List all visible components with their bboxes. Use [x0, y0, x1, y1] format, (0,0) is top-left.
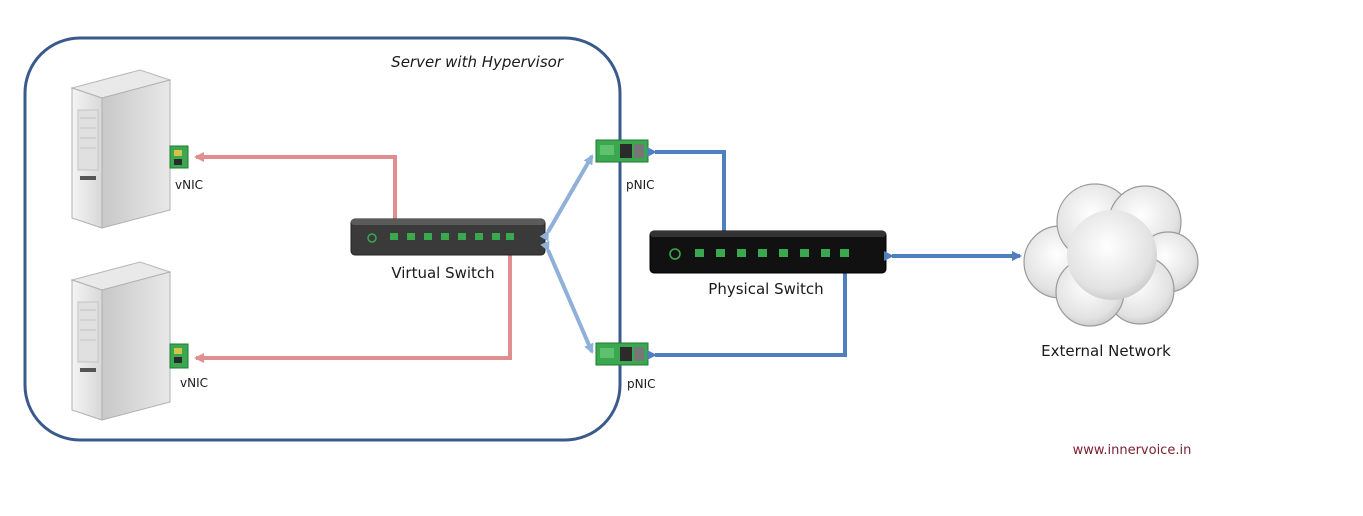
vnic-top-icon: [169, 145, 189, 169]
vnic-top-label: vNIC: [175, 178, 203, 192]
server-hypervisor-box: [23, 36, 622, 442]
red-link-bottom: [194, 235, 515, 363]
pnic-top-icon: [595, 139, 649, 163]
vnic-bottom-icon: [169, 343, 189, 369]
red-link-top: [194, 152, 400, 234]
vnic-bottom-label: vNIC: [180, 376, 208, 390]
cloud-icon: [1023, 183, 1199, 327]
server-bottom-icon: [70, 261, 172, 421]
external-network-label: External Network: [1041, 342, 1171, 360]
watermark-url: www.innervoice.in: [1073, 443, 1192, 458]
blue-link-bottom: [647, 260, 850, 360]
pnic-bottom-label: pNIC: [627, 377, 656, 391]
virtual-switch-icon: [350, 218, 546, 256]
lightblue-link-top: [539, 154, 594, 242]
physical-switch-icon: [649, 230, 887, 274]
virtual-switch-label: Virtual Switch: [391, 264, 494, 282]
physical-switch-label: Physical Switch: [708, 280, 823, 298]
lightblue-link-bottom: [540, 240, 594, 354]
server-box-label: Server with Hypervisor: [391, 53, 564, 71]
server-top-icon: [70, 69, 172, 229]
pnic-bottom-icon: [595, 342, 649, 366]
pnic-top-label: pNIC: [626, 178, 655, 192]
blue-link-top: [647, 147, 729, 242]
